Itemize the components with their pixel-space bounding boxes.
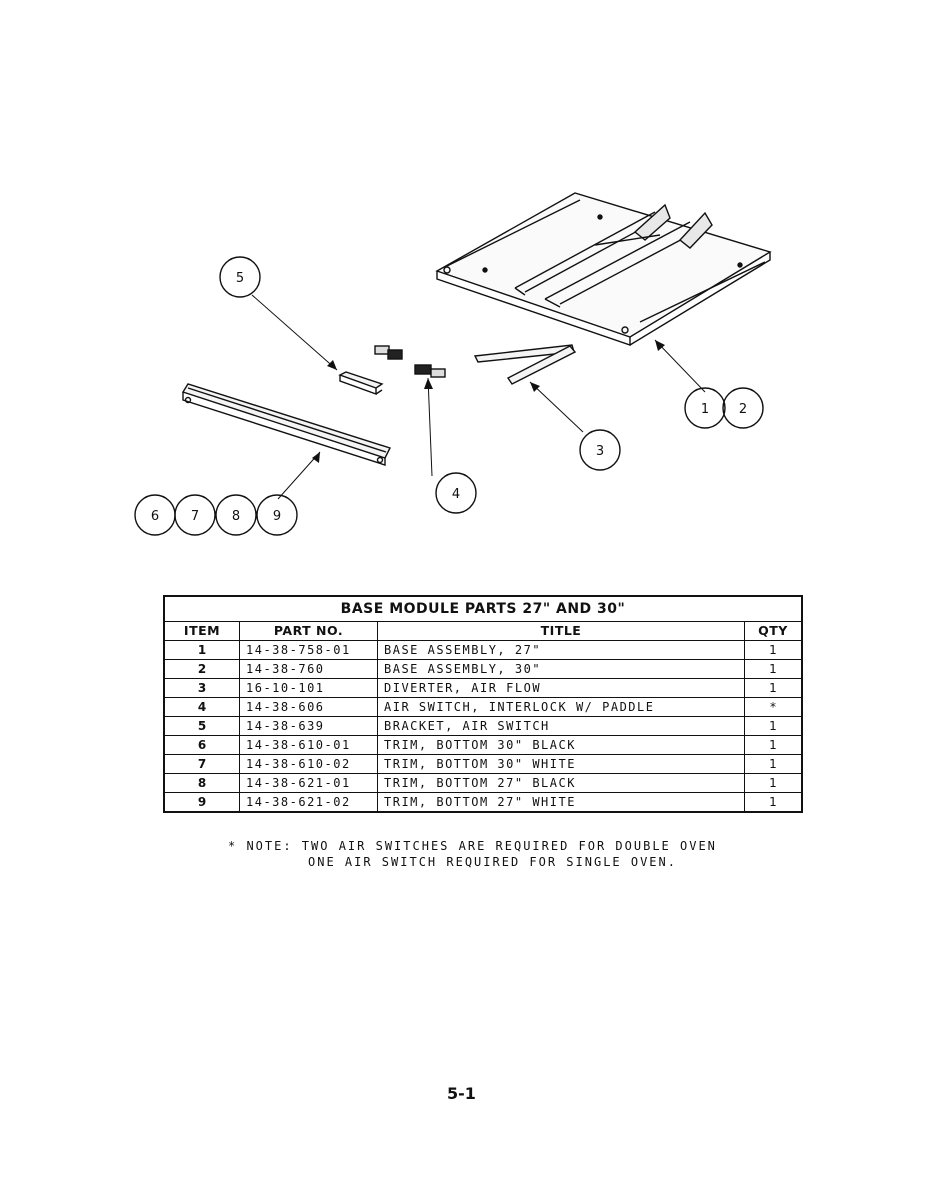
callout-2: 2 (739, 402, 747, 417)
table-cell-part-no: 14-38-610-02 (239, 754, 378, 774)
callout-8: 8 (232, 509, 240, 524)
table-cell-title: TRIM, BOTTOM 27" WHITE (377, 792, 745, 813)
callout-3: 3 (596, 444, 604, 459)
table-cell-item: 6 (163, 735, 240, 755)
table-cell-title: TRIM, BOTTOM 30" BLACK (377, 735, 745, 755)
table-cell-title: BRACKET, AIR SWITCH (377, 716, 745, 736)
table-cell-qty: 1 (744, 773, 803, 793)
table-cell-part-no: 14-38-621-01 (239, 773, 378, 793)
air-diverter-drawing (473, 344, 577, 385)
table-cell-item: 1 (163, 640, 240, 660)
table-cell-part-no: 14-38-639 (239, 716, 378, 736)
table-cell-qty: 1 (744, 678, 803, 698)
column-header-item: ITEM (163, 621, 240, 641)
table-cell-item: 3 (163, 678, 240, 698)
table-cell-qty: 1 (744, 659, 803, 679)
exploded-parts-diagram: 5 1 2 3 4 6 7 8 9 (134, 192, 772, 536)
table-cell-part-no: 14-38-758-01 (239, 640, 378, 660)
callout-5: 5 (236, 271, 244, 286)
bottom-trim-drawing (181, 383, 391, 466)
leader-lines (251, 294, 706, 500)
callout-circles (134, 256, 764, 536)
table-title: BASE MODULE PARTS 27" AND 30" (163, 595, 803, 622)
table-cell-item: 8 (163, 773, 240, 793)
base-assembly-drawing (435, 192, 772, 346)
table-cell-part-no: 14-38-606 (239, 697, 378, 717)
column-header-part-no: PART NO. (239, 621, 378, 641)
bracket-drawing (338, 371, 384, 395)
table-cell-title: BASE ASSEMBLY, 30" (377, 659, 745, 679)
footnote-line-1: * NOTE: TWO AIR SWITCHES ARE REQUIRED FO… (228, 839, 717, 853)
footnote-line-2: ONE AIR SWITCH REQUIRED FOR SINGLE OVEN. (308, 855, 677, 869)
parts-table: BASE MODULE PARTS 27" AND 30" ITEM PART … (163, 595, 803, 813)
table-cell-title: BASE ASSEMBLY, 27" (377, 640, 745, 660)
table-cell-title: AIR SWITCH, INTERLOCK W/ PADDLE (377, 697, 745, 717)
table-cell-title: DIVERTER, AIR FLOW (377, 678, 745, 698)
table-cell-item: 5 (163, 716, 240, 736)
table-cell-item: 9 (163, 792, 240, 813)
air-switch-drawing (374, 345, 446, 378)
table-cell-title: TRIM, BOTTOM 30" WHITE (377, 754, 745, 774)
callout-4: 4 (452, 487, 460, 502)
footnote: * NOTE: TWO AIR SWITCHES ARE REQUIRED FO… (228, 838, 717, 870)
table-cell-item: 4 (163, 697, 240, 717)
table-cell-qty: * (744, 697, 803, 717)
table-cell-qty: 1 (744, 735, 803, 755)
callout-7: 7 (191, 509, 199, 524)
callout-6: 6 (151, 509, 159, 524)
callout-9: 9 (273, 509, 281, 524)
table-cell-part-no: 14-38-621-02 (239, 792, 378, 813)
table-cell-item: 7 (163, 754, 240, 774)
table-cell-title: TRIM, BOTTOM 27" BLACK (377, 773, 745, 793)
callout-1: 1 (701, 402, 709, 417)
table-cell-qty: 1 (744, 640, 803, 660)
table-cell-item: 2 (163, 659, 240, 679)
table-cell-qty: 1 (744, 754, 803, 774)
table-cell-qty: 1 (744, 716, 803, 736)
table-cell-part-no: 14-38-610-01 (239, 735, 378, 755)
column-header-qty: QTY (744, 621, 803, 641)
page-number: 5-1 (447, 1084, 476, 1103)
table-cell-part-no: 14-38-760 (239, 659, 378, 679)
column-header-title: TITLE (377, 621, 745, 641)
table-cell-part-no: 16-10-101 (239, 678, 378, 698)
table-cell-qty: 1 (744, 792, 803, 813)
